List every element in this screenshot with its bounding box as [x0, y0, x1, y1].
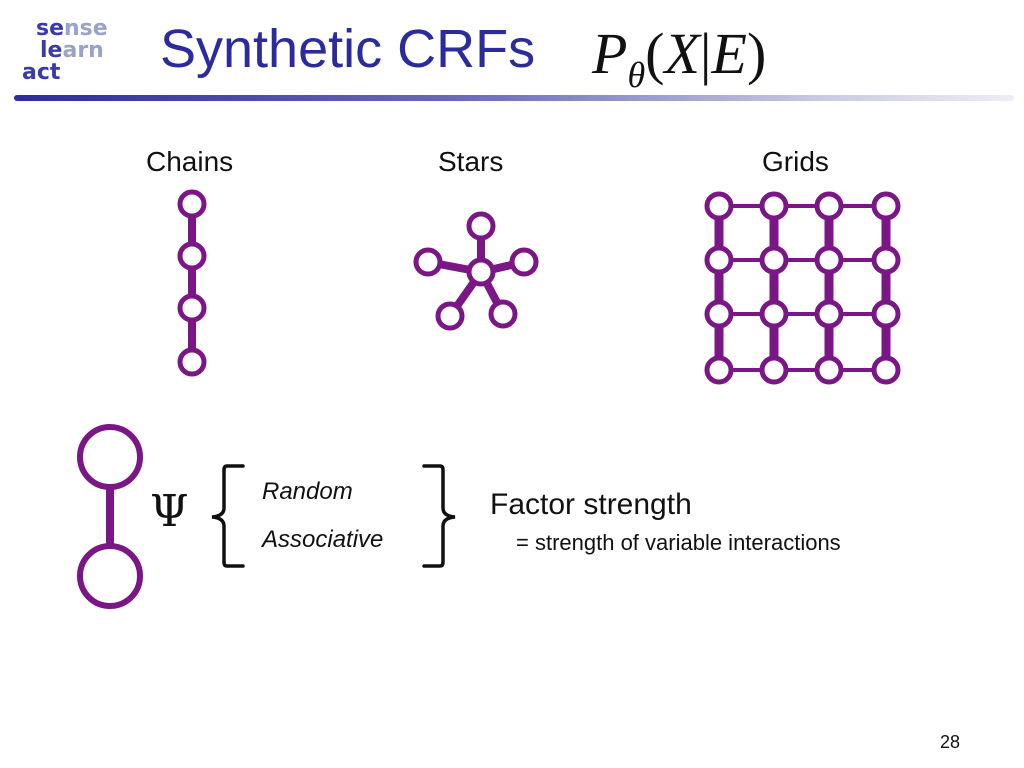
grid-horizontal-edges	[719, 204, 886, 372]
pairwise-factor-graph	[77, 424, 143, 609]
factor-strength-heading: Factor strength	[490, 488, 692, 521]
grids-label: Grids	[762, 146, 829, 177]
slide-title: Synthetic CRFs	[160, 19, 536, 79]
option-associative: Associative	[262, 526, 384, 553]
right-brace	[422, 464, 456, 568]
formula-open-paren: (	[645, 21, 665, 86]
grid-nodes	[704, 191, 901, 385]
grid-node	[704, 191, 734, 221]
chain-node	[177, 347, 207, 377]
star-node	[466, 211, 496, 241]
grid-node	[871, 299, 901, 329]
grid-node	[814, 355, 844, 385]
grid-node	[704, 299, 734, 329]
grid-node	[871, 245, 901, 275]
grid-node	[759, 245, 789, 275]
grid-graph	[704, 191, 901, 385]
chain-node	[177, 241, 207, 271]
grid-node	[871, 355, 901, 385]
grid-node	[759, 355, 789, 385]
formula-bar: |	[699, 21, 712, 86]
star-node	[488, 299, 518, 329]
star-center-node	[466, 257, 496, 287]
left-brace	[211, 464, 245, 568]
chains-label: Chains	[146, 146, 234, 177]
chain-node	[177, 189, 207, 219]
chain-node	[177, 293, 207, 323]
star-graph	[413, 211, 539, 331]
formula-theta: θ	[627, 55, 646, 95]
grid-node	[814, 245, 844, 275]
formula-e: E	[711, 21, 747, 86]
grid-node	[814, 299, 844, 329]
star-node	[435, 301, 465, 331]
star-node	[413, 247, 443, 277]
formula-p: P	[592, 21, 628, 86]
chain-graph	[177, 189, 207, 377]
psi-symbol: Ψ	[150, 486, 189, 537]
grid-node	[871, 191, 901, 221]
title-underline	[14, 95, 1014, 101]
probability-formula: Pθ(X|E)	[592, 20, 767, 95]
grid-node	[704, 355, 734, 385]
factor-node-top	[77, 424, 143, 490]
sense-learn-act-logo: sense learn act	[22, 16, 108, 85]
factor-node-bottom	[77, 543, 143, 609]
page-number: 28	[940, 732, 961, 752]
formula-close-paren: )	[746, 21, 767, 86]
grid-node	[814, 191, 844, 221]
factor-strength-description: = strength of variable interactions	[516, 530, 841, 555]
star-node	[509, 247, 539, 277]
option-random: Random	[262, 478, 353, 505]
grid-vertical-edges	[714, 206, 891, 370]
grid-node	[759, 191, 789, 221]
stars-label: Stars	[438, 146, 504, 177]
grid-node	[759, 299, 789, 329]
grid-node	[704, 245, 734, 275]
formula-x: X	[664, 21, 700, 86]
